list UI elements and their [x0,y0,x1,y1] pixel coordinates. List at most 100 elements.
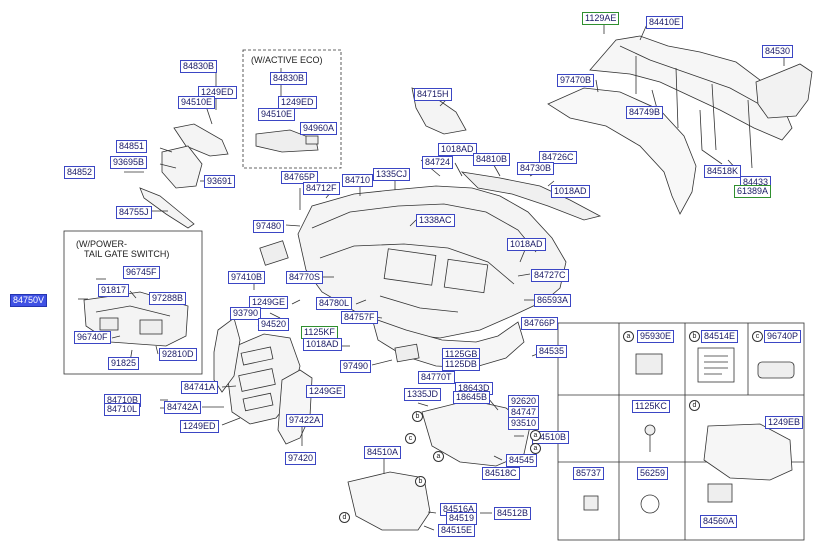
part-label-84830b-a[interactable]: 84830B [180,60,218,73]
power-tailgate-box [63,230,203,375]
part-label-84535[interactable]: 84535 [536,345,568,358]
part-label-84741a[interactable]: 84741A [181,381,219,394]
part-label-1335cj[interactable]: 1335CJ [373,168,411,181]
part-label-1018ad-d[interactable]: 1018AD [303,338,342,351]
part-label-94520[interactable]: 94520 [258,318,290,331]
part-label-84518k[interactable]: 84518K [704,165,742,178]
callout-circle-d1: d [339,512,350,523]
part-label-84730b[interactable]: 84730B [517,162,555,175]
part-label-84766p[interactable]: 84766P [521,317,559,330]
note-active-eco: (W/ACTIVE ECO) [251,55,323,65]
table-code-84560a[interactable]: 84560A [700,515,738,528]
part-label-97422a[interactable]: 97422A [286,414,324,427]
part-label-84410e[interactable]: 84410E [646,16,684,29]
center-lower-panel [277,369,313,445]
part-label-84724[interactable]: 84724 [422,156,454,169]
part-label-84851[interactable]: 84851 [116,140,148,153]
part-label-96745f[interactable]: 96745F [123,266,160,279]
callout-circle-a2: a [530,430,541,441]
part-label-94960a[interactable]: 94960A [300,122,338,135]
part-label-91825[interactable]: 91825 [108,357,140,370]
part-label-84749b[interactable]: 84749B [626,106,664,119]
part-label-94510e-a[interactable]: 94510E [178,96,216,109]
table-code-85737[interactable]: 85737 [573,467,605,480]
crash-pad-shape [297,185,567,339]
table-code-96740p[interactable]: 96740P [764,330,802,343]
part-label-84765p[interactable]: 84765P [281,171,319,184]
part-label-84518c[interactable]: 84518C [482,467,520,480]
table-circle-b: b [689,331,700,342]
part-label-84810b[interactable]: 84810B [473,153,511,166]
note-power-tailgate-2: TAIL GATE SWITCH) [84,249,170,259]
part-label-84545[interactable]: 84545 [506,454,538,467]
part-label-84757f[interactable]: 84757F [341,311,378,324]
table-code-56259[interactable]: 56259 [637,467,669,480]
part-label-1249ed-b[interactable]: 1249ED [278,96,317,109]
table-circle-a: a [623,331,634,342]
part-label-91817[interactable]: 91817 [98,284,130,297]
part-label-84852[interactable]: 84852 [64,166,96,179]
glove-box [347,471,431,531]
part-label-1018ad-c[interactable]: 1018AD [507,238,546,251]
knee-bolster-trim [173,123,229,157]
part-label-1338ac[interactable]: 1338AC [416,214,455,227]
part-label-1018ad-a[interactable]: 1018AD [438,143,477,156]
part-label-1129ae[interactable]: 1129AE [582,12,620,25]
part-label-93695b[interactable]: 93695B [110,156,148,169]
part-label-84515e[interactable]: 84515E [438,524,476,537]
part-label-84727c[interactable]: 84727C [531,269,569,282]
part-label-97490[interactable]: 97490 [340,360,372,373]
part-label-1249ed-c[interactable]: 1249ED [180,420,219,433]
side-garnish [213,317,241,393]
part-label-84715h[interactable]: 84715H [414,88,452,101]
part-label-94510e-b[interactable]: 94510E [258,108,296,121]
part-label-18645b[interactable]: 18645B [453,391,491,404]
part-label-97420[interactable]: 97420 [285,452,317,465]
part-label-84712f[interactable]: 84712F [303,182,340,195]
part-label-92810d[interactable]: 92810D [159,348,197,361]
callout-circle-a3: a [530,443,541,454]
part-label-93691[interactable]: 93691 [204,175,236,188]
part-label-1249ed-a[interactable]: 1249ED [198,86,237,99]
part-label-97470b[interactable]: 97470B [557,74,595,87]
table-circle-d: d [689,400,700,411]
part-label-84726c[interactable]: 84726C [539,151,577,164]
part-label-93790[interactable]: 93790 [230,307,262,320]
table-code-1125kc[interactable]: 1125KC [632,400,670,413]
part-label-1335jd[interactable]: 1335JD [404,388,442,401]
table-code-84514e[interactable]: 84514E [701,330,739,343]
part-label-96740f[interactable]: 96740F [74,331,111,344]
part-label-97288b[interactable]: 97288B [149,292,187,305]
part-label-86593a[interactable]: 86593A [534,294,572,307]
table-code-95930e[interactable]: 95930E [637,330,675,343]
part-label-84530[interactable]: 84530 [762,45,794,58]
side-cover [161,145,203,189]
part-label-84710-a[interactable]: 84710 [342,174,374,187]
table-circle-c: c [752,331,763,342]
part-label-1249ge-a[interactable]: 1249GE [249,296,289,309]
part-label-61389a[interactable]: 61389A [734,185,772,198]
part-label-84510a[interactable]: 84510A [364,446,402,459]
airbag-module [755,63,813,119]
part-label-84770t[interactable]: 84770T [418,371,455,384]
part-label-84755j[interactable]: 84755J [116,206,152,219]
callout-circle-c1: c [405,433,416,444]
part-label-84512b[interactable]: 84512B [494,507,532,520]
part-label-93510[interactable]: 93510 [508,417,540,430]
callout-circle-b1: b [415,476,426,487]
part-label-84780l[interactable]: 84780L [316,297,353,310]
lower-trim-strip [139,187,195,229]
part-label-84710l[interactable]: 84710L [104,403,141,416]
part-label-1125db[interactable]: 1125DB [442,358,480,371]
part-label-97480[interactable]: 97480 [253,220,285,233]
part-label-1018ad-b[interactable]: 1018AD [551,185,590,198]
part-label-84830b-b[interactable]: 84830B [270,72,308,85]
part-label-97410b[interactable]: 97410B [228,271,266,284]
part-label-1249ge-b[interactable]: 1249GE [306,385,346,398]
active-eco-box [242,49,342,169]
note-power-tailgate-1: (W/POWER- [76,239,127,249]
part-label-84770s[interactable]: 84770S [286,271,324,284]
part-label-84750v[interactable]: 84750V [10,294,48,307]
table-code-1249eb[interactable]: 1249EB [765,416,804,429]
part-label-84742a[interactable]: 84742A [164,401,202,414]
